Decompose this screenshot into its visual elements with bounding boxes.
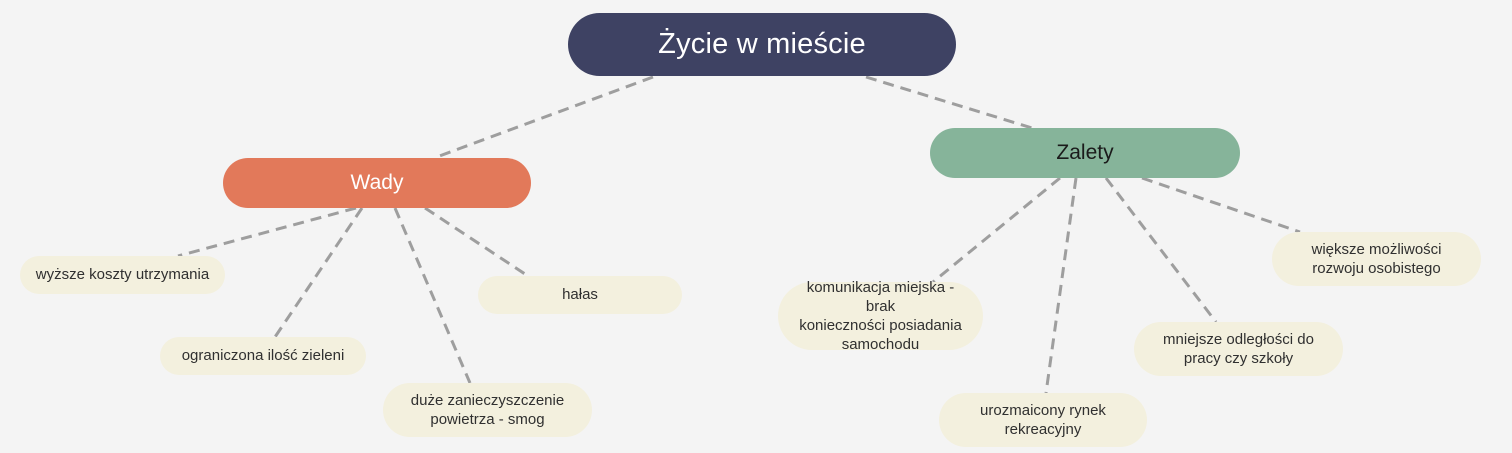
leaf-node-zalety-4[interactable]: większe możliwości rozwoju osobistego bbox=[1272, 232, 1481, 286]
branch-node-wady[interactable]: Wady bbox=[223, 158, 531, 208]
branch-node-zalety[interactable]: Zalety bbox=[930, 128, 1240, 178]
connector-wady-to-wady-3 bbox=[393, 207, 472, 384]
connector-root-to-wady bbox=[433, 75, 654, 160]
connector-zalety-to-zalety-4 bbox=[1141, 176, 1301, 234]
connector-zalety-to-zalety-3 bbox=[1104, 177, 1218, 323]
leaf-node-wady-4[interactable]: hałas bbox=[478, 276, 682, 314]
leaf-node-zalety-2[interactable]: urozmaicony rynek rekreacyjny bbox=[939, 393, 1147, 447]
leaf-node-wady-1[interactable]: wyższe koszty utrzymania bbox=[20, 256, 225, 294]
leaf-node-wady-2[interactable]: ograniczona ilość zieleni bbox=[160, 337, 366, 375]
connector-root-to-zalety bbox=[865, 75, 1033, 130]
connector-wady-to-wady-1 bbox=[177, 206, 357, 258]
connector-wady-to-wady-4 bbox=[424, 206, 529, 278]
leaf-node-zalety-1[interactable]: komunikacja miejska - brak konieczności … bbox=[778, 279, 983, 353]
connector-zalety-to-zalety-1 bbox=[932, 176, 1061, 284]
root-node[interactable]: Życie w mieście bbox=[568, 13, 956, 76]
connector-wady-to-wady-2 bbox=[273, 207, 364, 338]
connector-zalety-to-zalety-2 bbox=[1044, 177, 1078, 394]
leaf-node-zalety-3[interactable]: mniejsze odległości do pracy czy szkoły bbox=[1134, 322, 1343, 376]
leaf-node-wady-3[interactable]: duże zanieczyszczenie powietrza - smog bbox=[383, 383, 592, 437]
